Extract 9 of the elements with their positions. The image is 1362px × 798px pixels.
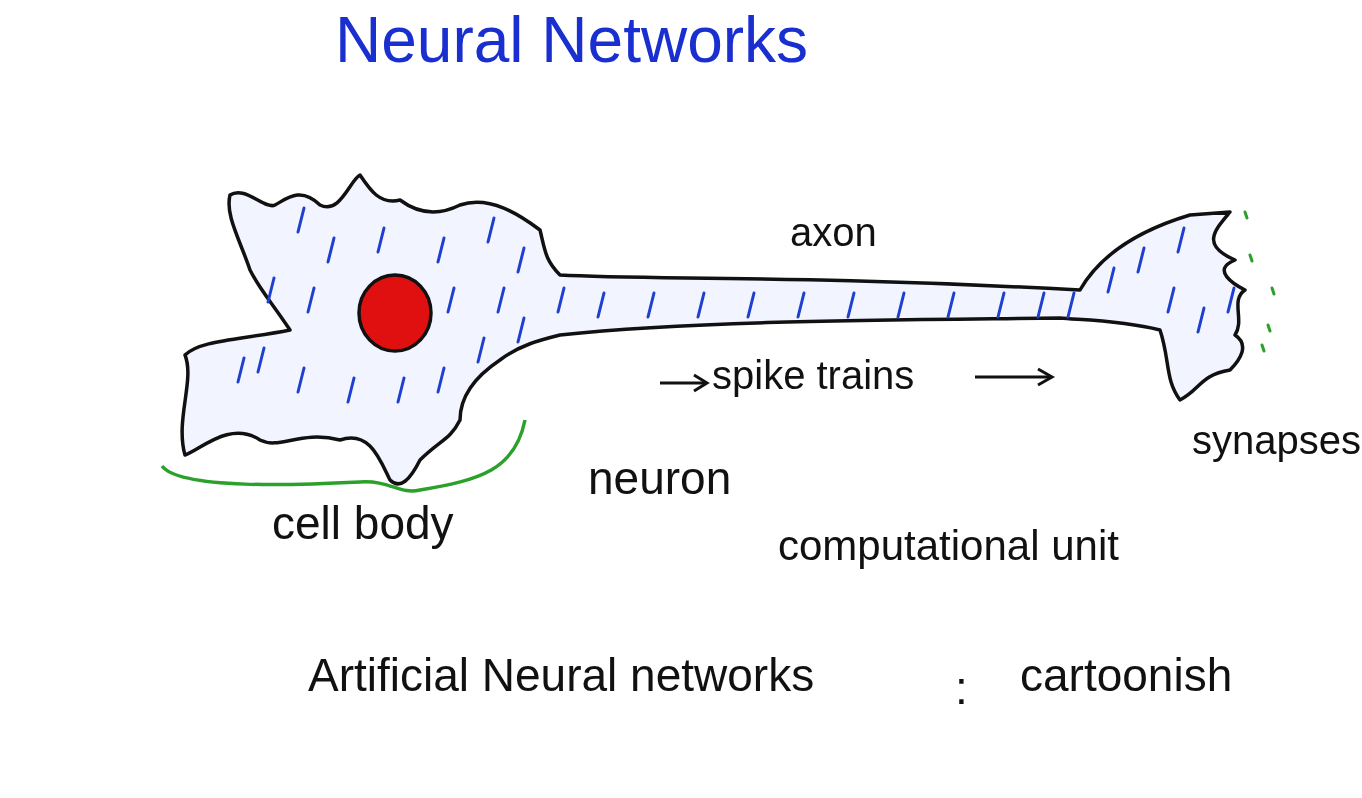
- label: :: [955, 665, 968, 711]
- label: Artificial Neural networks: [308, 652, 815, 698]
- label: synapses: [1192, 420, 1361, 460]
- label: spike trains: [712, 355, 915, 395]
- label: axon: [790, 212, 877, 252]
- label: neuron: [588, 455, 732, 501]
- title: Neural Networks: [335, 8, 809, 72]
- label: computational unit: [778, 525, 1119, 567]
- label: cartoonish: [1020, 652, 1233, 698]
